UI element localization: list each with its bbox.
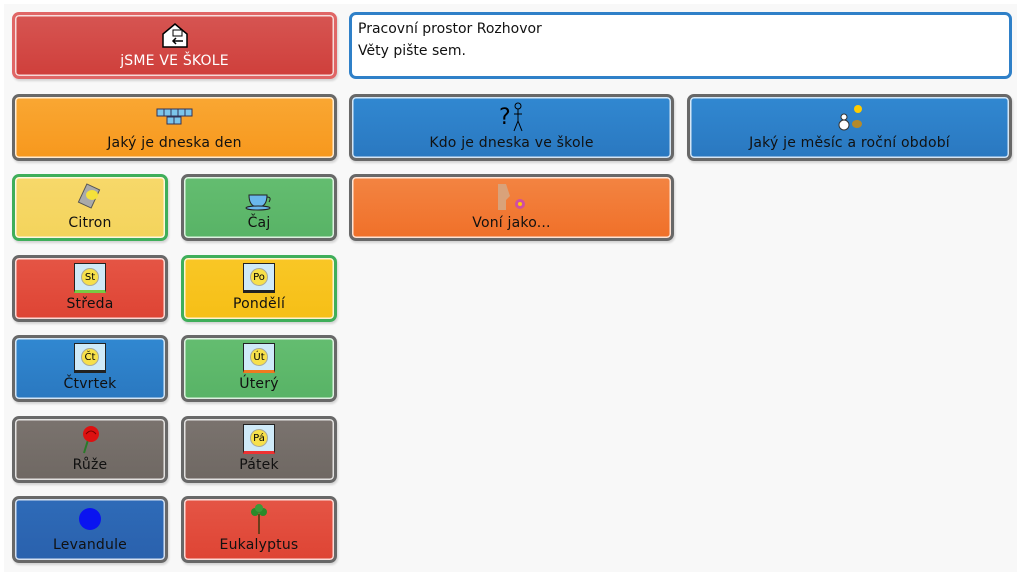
day-abbrev: Pá: [250, 429, 268, 447]
tile-eukalyptus[interactable]: Eukalyptus: [181, 496, 337, 563]
school-house-icon: [161, 21, 189, 49]
tile-caj[interactable]: Čaj: [181, 174, 337, 241]
tea-cup-icon: [243, 183, 275, 211]
tile-jsme-ve-skole[interactable]: jSME VE ŠKOLE: [12, 12, 337, 79]
tile-ruze[interactable]: Růže: [12, 416, 168, 483]
tile-streda[interactable]: St Středa: [12, 255, 168, 322]
friday-sun-icon: Pá: [243, 424, 275, 454]
message-line-1: Pracovní prostor Rozhovor: [358, 21, 542, 37]
tile-citron[interactable]: Citron: [12, 174, 168, 241]
tile-levandule[interactable]: Levandule: [12, 496, 168, 563]
tile-utery[interactable]: Út Úterý: [181, 335, 337, 402]
tile-voni-jako[interactable]: Voní jako...: [349, 174, 674, 241]
tile-kdo-je-dneska-ve-skole[interactable]: ? Kdo je dneska ve škole: [349, 94, 674, 161]
tile-label: Kdo je dneska ve škole: [429, 135, 594, 151]
tile-label: Středa: [66, 296, 114, 312]
lemon-icon: [77, 183, 103, 211]
tile-label: Úterý: [239, 376, 279, 392]
message-window[interactable]: Pracovní prostor Rozhovor Věty pište sem…: [349, 12, 1012, 79]
nose-flower-icon: [496, 183, 528, 211]
calendar-days-icon: [156, 103, 194, 131]
tile-ctvrtek[interactable]: Čt Čtvrtek: [12, 335, 168, 402]
question-person-icon: ?: [499, 102, 525, 132]
communication-board: jSME VE ŠKOLE Pracovní prostor Rozhovor …: [4, 4, 1017, 572]
wednesday-sun-icon: St: [74, 263, 106, 293]
tile-label: Jaký je měsíc a roční období: [749, 135, 950, 151]
monday-sun-icon: Po: [243, 263, 275, 293]
tuesday-sun-icon: Út: [243, 343, 275, 373]
tile-label: Levandule: [53, 537, 127, 553]
day-abbrev: St: [81, 268, 99, 286]
thursday-sun-icon: Čt: [74, 343, 106, 373]
tile-label: Jaký je dneska den: [107, 135, 242, 151]
eucalyptus-tree-icon: [247, 504, 271, 534]
day-abbrev: Čt: [81, 348, 99, 366]
tile-label: Eukalyptus: [219, 537, 299, 553]
day-abbrev: Út: [250, 348, 268, 366]
svg-text:?: ?: [499, 105, 511, 130]
tile-label: Růže: [72, 457, 108, 473]
rose-icon: [76, 425, 104, 454]
tile-label: Pátek: [239, 457, 279, 473]
tile-pondeli[interactable]: Po Pondělí: [181, 255, 337, 322]
tile-label: Pondělí: [232, 296, 286, 312]
tile-label: Čaj: [247, 215, 271, 231]
tile-label: Citron: [68, 215, 112, 231]
tile-label: Voní jako...: [472, 215, 551, 231]
blue-dot-icon: [78, 505, 102, 533]
seasons-icon: [836, 103, 864, 131]
message-line-2: Věty pište sem.: [358, 43, 466, 59]
tile-label: jSME VE ŠKOLE: [120, 53, 229, 69]
tile-jaky-je-mesic[interactable]: Jaký je měsíc a roční období: [687, 94, 1012, 161]
tile-patek[interactable]: Pá Pátek: [181, 416, 337, 483]
tile-label: Čtvrtek: [63, 376, 117, 392]
day-abbrev: Po: [250, 268, 268, 286]
tile-jaky-je-dneska-den[interactable]: Jaký je dneska den: [12, 94, 337, 161]
